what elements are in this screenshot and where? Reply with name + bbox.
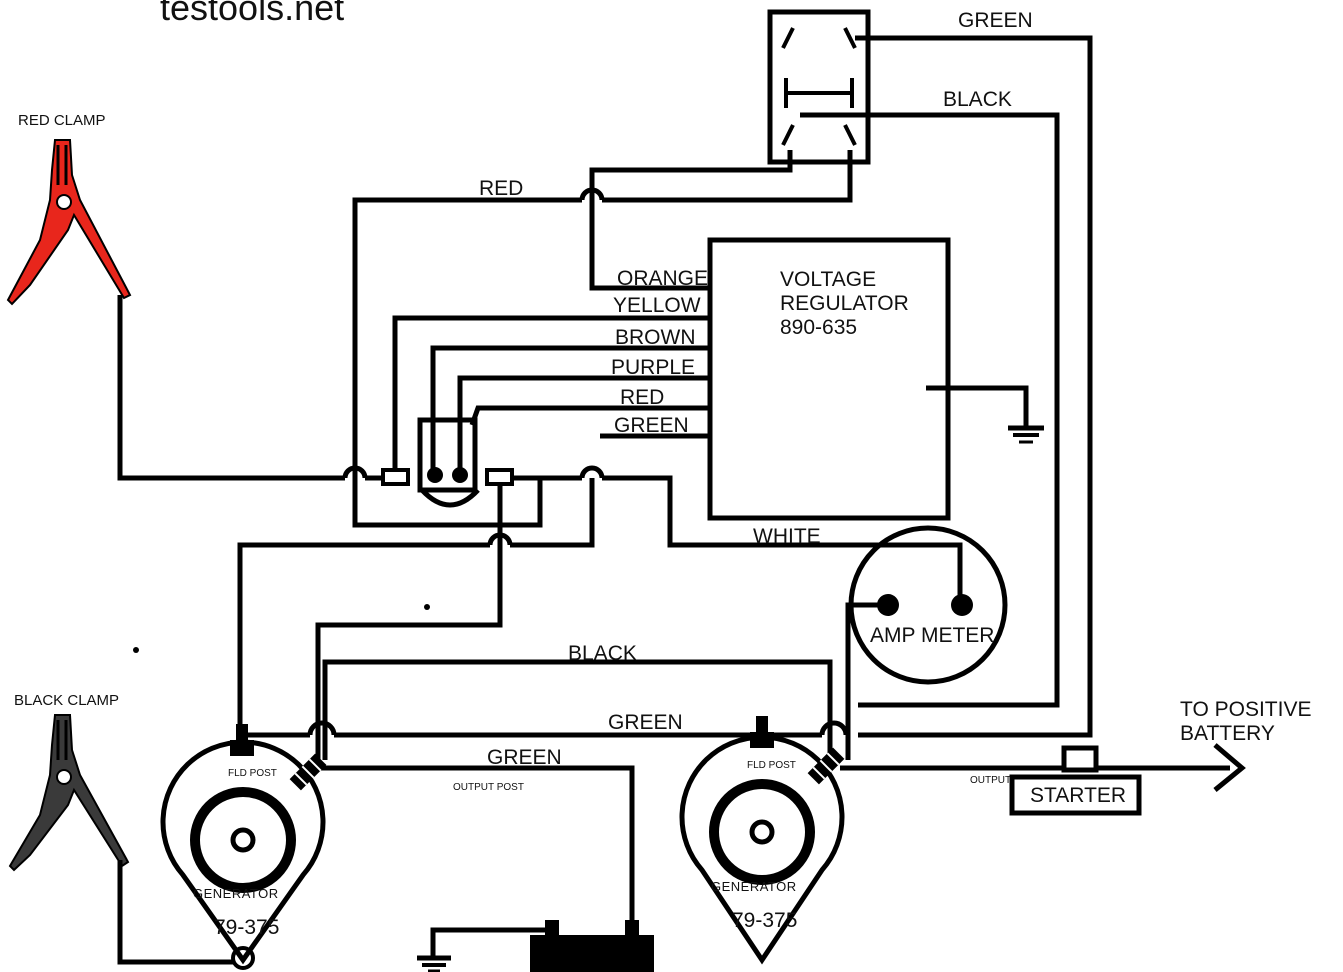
wire-label-green-bottom: GREEN <box>487 746 562 769</box>
toggle-switch <box>767 9 871 165</box>
gen-left-output-post: OUTPUT POST <box>453 782 524 793</box>
gen-right-fld-post: FLD POST <box>747 760 796 771</box>
amp-meter-label: AMP METER <box>870 624 994 647</box>
gen-left-label: GENERATOR <box>193 886 279 901</box>
generator-right <box>679 716 845 965</box>
regulator-line2: REGULATOR <box>780 292 909 315</box>
regulator-line3: 890-635 <box>780 316 857 339</box>
regulator-line1: VOLTAGE <box>780 268 876 291</box>
battery-out-line2: BATTERY <box>1180 722 1275 745</box>
starter-box <box>1009 774 1142 816</box>
red-clamp <box>6 139 132 306</box>
wire-label-green-top: GREEN <box>958 9 1033 32</box>
wire-label-black-top: BLACK <box>943 88 1012 111</box>
black-clamp-icon <box>8 714 130 872</box>
battery-out-line1: TO POSITIVE <box>1180 698 1311 721</box>
gen-right-output-post: OUTPUT POST <box>970 775 1041 786</box>
wire-label-orange: ORANGE <box>617 267 708 290</box>
gen-right-label: GENERATOR <box>711 879 797 894</box>
wire-label-brown: BROWN <box>615 326 696 349</box>
wire-label-red-top: RED <box>479 177 523 200</box>
wire-label-green-lower: GREEN <box>608 711 683 734</box>
gen-left-fld-post: FLD POST <box>228 768 277 779</box>
generator-left <box>160 724 327 970</box>
wire-label-black-mid: BLACK <box>568 642 637 665</box>
watermark-text: testools.net <box>160 0 344 28</box>
ground-icon <box>1008 425 1044 444</box>
battery-icon <box>530 920 654 972</box>
black-clamp-label: BLACK CLAMP <box>14 692 119 709</box>
gen-right-part: 79-375 <box>732 909 797 932</box>
red-clamp-label: RED CLAMP <box>18 112 106 129</box>
terminal-block <box>381 417 514 508</box>
wire-label-yellow: YELLOW <box>613 294 701 317</box>
black-clamp <box>8 714 130 872</box>
red-clamp-icon <box>6 139 132 306</box>
wire-label-red-mid: RED <box>620 386 664 409</box>
wire-label-purple: PURPLE <box>611 356 695 379</box>
starter-label: STARTER <box>1030 784 1126 807</box>
gen-left-part: 79-375 <box>214 916 279 939</box>
wire-label-white: WHITE <box>753 525 821 548</box>
wire-label-green-mid: GREEN <box>614 414 689 437</box>
ground-icon-bottom <box>417 955 451 972</box>
